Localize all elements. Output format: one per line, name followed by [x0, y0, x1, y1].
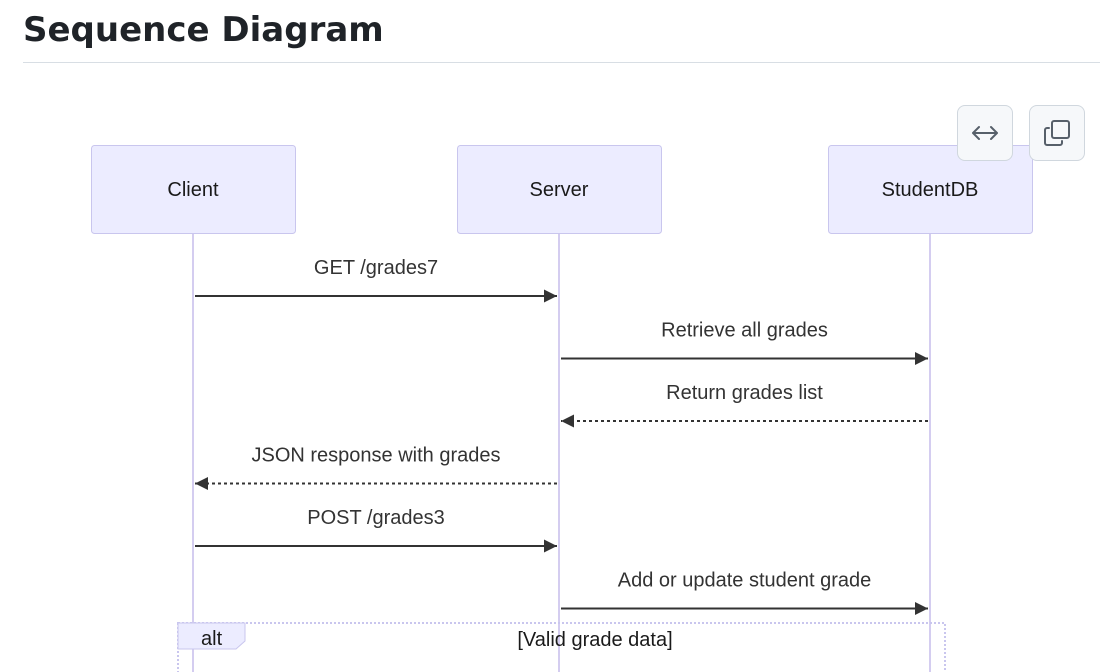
actor-box-client — [91, 145, 296, 234]
alt-fragment-box — [177, 622, 946, 672]
page-title: Sequence Diagram — [23, 10, 384, 50]
actor-label-db: StudentDB — [882, 179, 979, 201]
copy-button[interactable] — [1029, 105, 1085, 161]
actor-label-client: Client — [167, 179, 219, 201]
expand-button[interactable] — [957, 105, 1013, 161]
alt-fragment-type: alt — [201, 628, 223, 650]
message-label-3: Return grades list — [666, 382, 823, 404]
message-label-2: Retrieve all grades — [661, 320, 828, 342]
message-label-6: Add or update student grade — [618, 570, 872, 592]
message-label-5: POST /grades3 — [307, 507, 444, 529]
copy-icon — [1044, 120, 1070, 146]
actor-box-server — [457, 145, 662, 234]
alt-fragment-condition: [Valid grade data] — [517, 629, 672, 651]
actor-box-db — [828, 145, 1033, 234]
message-label-1: GET /grades7 — [314, 257, 438, 279]
title-divider — [23, 62, 1100, 63]
actor-label-server: Server — [530, 179, 589, 201]
alt-fragment-tab — [177, 622, 246, 650]
horizontal-arrows-icon — [972, 126, 998, 140]
message-label-4: JSON response with grades — [251, 445, 500, 467]
